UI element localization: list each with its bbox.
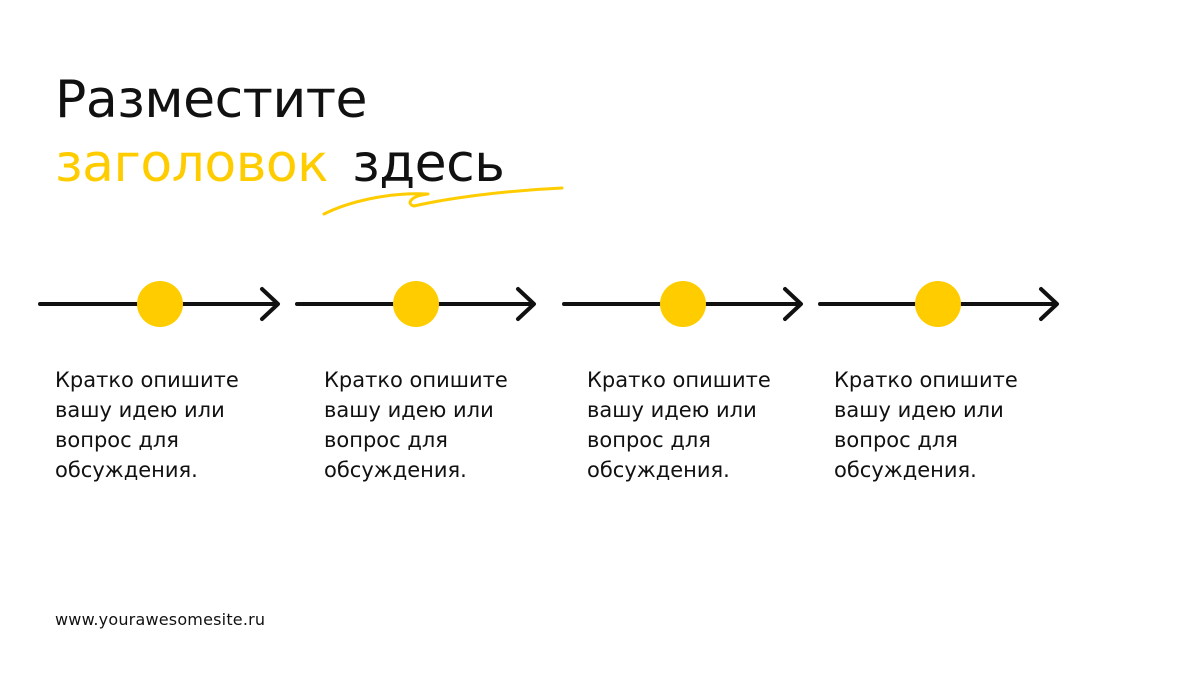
timeline-step-1 xyxy=(38,281,280,327)
title-accent-word: заголовок xyxy=(55,134,329,194)
arrow-head-icon xyxy=(516,287,536,321)
step-description-2: Кратко опишите вашу идею или вопрос для … xyxy=(324,365,554,485)
step-description-line: Кратко опишите xyxy=(55,368,239,392)
step-description-line: вашу идею или xyxy=(587,398,757,422)
step-description-line: вопрос для xyxy=(324,428,448,452)
step-description-line: обсуждения. xyxy=(324,458,467,482)
timeline-node xyxy=(660,281,706,327)
timeline-node xyxy=(915,281,961,327)
timeline-step-4 xyxy=(818,281,1059,327)
timeline-node xyxy=(393,281,439,327)
footer-website-link[interactable]: www.yourawesomesite.ru xyxy=(55,610,266,629)
step-description-line: обсуждения. xyxy=(587,458,730,482)
step-description-line: обсуждения. xyxy=(55,458,198,482)
step-description-line: вопрос для xyxy=(587,428,711,452)
timeline-node xyxy=(137,281,183,327)
step-description-3: Кратко опишите вашу идею или вопрос для … xyxy=(587,365,817,485)
step-description-line: Кратко опишите xyxy=(834,368,1018,392)
step-description-4: Кратко опишите вашу идею или вопрос для … xyxy=(834,365,1064,485)
title-rest-word: здесь xyxy=(352,134,505,194)
arrow-head-icon xyxy=(260,287,280,321)
brush-underline-decoration xyxy=(322,186,564,216)
arrow-head-icon xyxy=(1039,287,1059,321)
title-line-1: Разместите xyxy=(55,70,368,130)
timeline-step-2 xyxy=(295,281,536,327)
step-description-line: вопрос для xyxy=(834,428,958,452)
arrow-head-icon xyxy=(783,287,803,321)
timeline xyxy=(38,281,1059,327)
title-line-2: заголовок здесь xyxy=(55,132,505,196)
step-description-1: Кратко опишите вашу идею или вопрос для … xyxy=(55,365,285,485)
step-description-line: вашу идею или xyxy=(834,398,1004,422)
step-description-line: вопрос для xyxy=(55,428,179,452)
step-description-line: Кратко опишите xyxy=(587,368,771,392)
step-description-line: вашу идею или xyxy=(324,398,494,422)
step-description-line: Кратко опишите xyxy=(324,368,508,392)
step-description-line: обсуждения. xyxy=(834,458,977,482)
timeline-step-3 xyxy=(562,281,803,327)
step-description-line: вашу идею или xyxy=(55,398,225,422)
page-title: Разместите заголовок здесь xyxy=(55,68,505,196)
